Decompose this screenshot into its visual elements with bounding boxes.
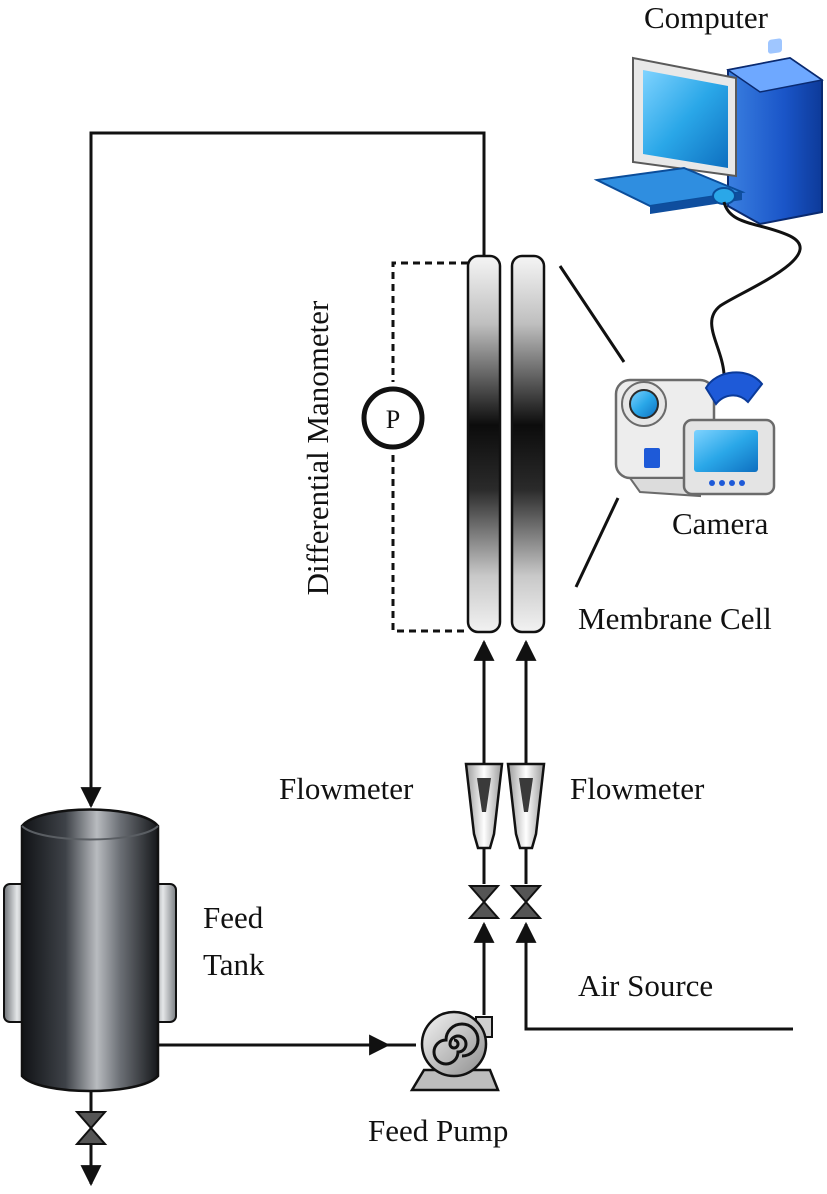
feed-tank-icon: [3, 808, 177, 1093]
feed-tank-label-line2: Tank: [203, 947, 265, 982]
valve-left-icon: [467, 885, 501, 919]
air-source-label: Air Source: [578, 968, 713, 1003]
membrane-cell: [466, 254, 546, 634]
camera-icon: [614, 371, 776, 498]
camera-label: Camera: [672, 506, 769, 541]
manometer-dashed-line-top: [391, 261, 468, 382]
camera-view-line-bottom: [574, 497, 620, 588]
drain-valve-icon: [74, 1111, 108, 1145]
feed-pump-label: Feed Pump: [368, 1113, 508, 1148]
camera-view-line-top: [558, 265, 626, 363]
air-source-line: [515, 921, 793, 1031]
membrane-cell-left-channel: [466, 254, 502, 634]
flowmeter-right-label: Flowmeter: [570, 771, 705, 806]
flowmeter-left-icon: [464, 762, 504, 884]
gauge-label: P: [386, 405, 400, 434]
manometer-label: Differential Manometer: [300, 300, 335, 595]
feed-tank-label-line1: Feed: [203, 900, 264, 935]
membrane-cell-right-channel: [510, 254, 546, 634]
flowmeter-left-label: Flowmeter: [279, 771, 414, 806]
camera-cable: [710, 201, 802, 375]
computer-label: Computer: [644, 0, 769, 35]
flowmeter-right-icon: [506, 762, 546, 884]
pressure-gauge-icon: [361, 386, 425, 450]
membrane-cell-label: Membrane Cell: [578, 601, 772, 636]
recycle-line: [80, 131, 486, 809]
valve-right-icon: [509, 885, 543, 919]
manometer-dashed-line-bottom: [391, 455, 468, 633]
feed-pump-icon: [409, 1010, 500, 1092]
computer-icon: [593, 38, 824, 226]
